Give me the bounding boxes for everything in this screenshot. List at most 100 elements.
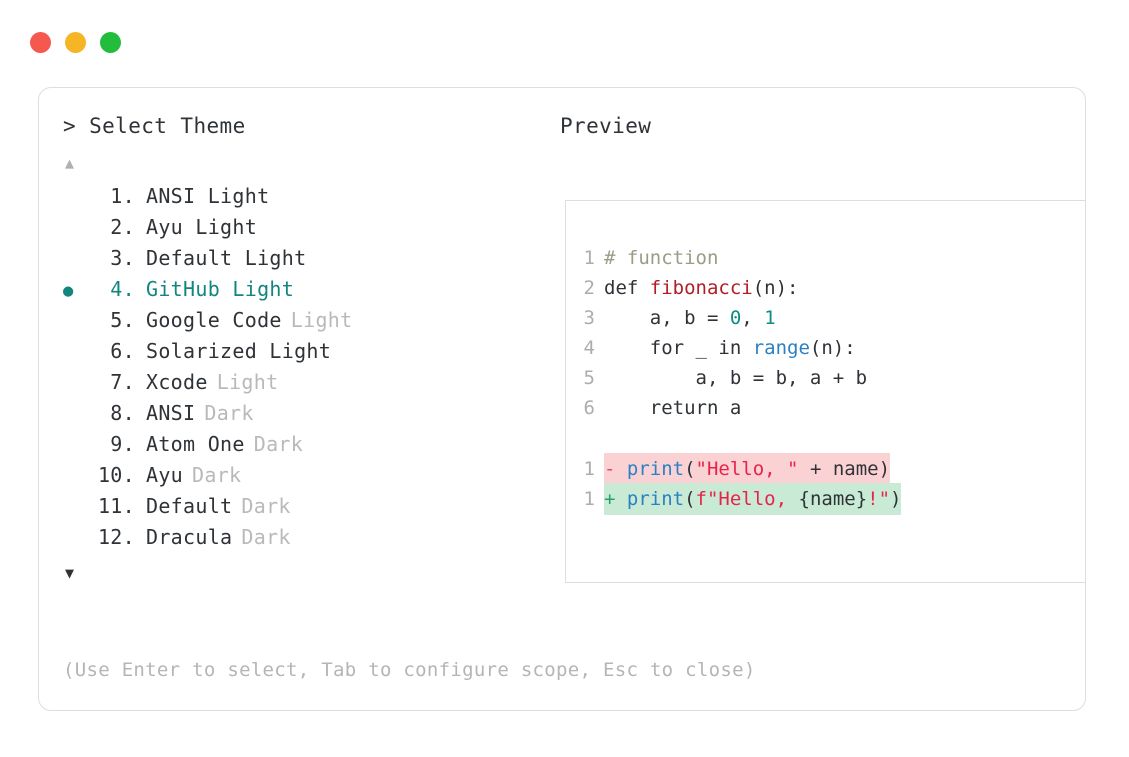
line-number: 3 xyxy=(583,307,595,329)
theme-item-name: Default xyxy=(146,494,233,518)
close-button[interactable] xyxy=(30,32,51,53)
theme-item-variant-tag: Dark xyxy=(241,525,291,549)
diff-highlight: + print(f"Hello, {name}!") xyxy=(604,483,902,515)
code-token: 1 xyxy=(764,307,776,329)
theme-item-index: 12. xyxy=(97,525,135,549)
theme-item-name: ANSI Light xyxy=(146,184,270,208)
theme-item-name: Solarized Light xyxy=(146,339,332,363)
code-token: + name) xyxy=(798,458,891,480)
selected-bullet-icon: ● xyxy=(63,498,93,518)
code-token: (n): xyxy=(752,277,799,299)
code-token: 0 xyxy=(729,307,742,329)
code-token: a, b = xyxy=(604,307,730,329)
diff-highlight: - print("Hello, " + name) xyxy=(604,453,891,485)
code-token: f"Hello, xyxy=(695,488,799,510)
theme-item-index: 1. xyxy=(97,184,135,208)
theme-item-variant-tag: Light xyxy=(216,370,279,394)
window-traffic-lights xyxy=(30,32,121,53)
theme-picker-card: > Select Theme Preview ▲ ● 1.ANSI Light●… xyxy=(38,87,1086,711)
theme-item-index: 7. xyxy=(97,370,135,394)
theme-list-item[interactable]: ● 1. ANSI Light xyxy=(63,184,543,215)
line-number: 1 xyxy=(583,247,595,269)
code-token: print xyxy=(626,458,685,480)
selected-bullet-icon: ● xyxy=(63,343,93,363)
code-token: , xyxy=(741,307,765,329)
theme-item-variant-tag: Dark xyxy=(253,432,304,456)
diff-line-add: 1 + print(f"Hello, {name}!") xyxy=(581,483,902,515)
theme-list-item[interactable]: ● 3. Default Light xyxy=(63,246,543,277)
theme-list-item[interactable]: ● 4.GitHub Light xyxy=(63,277,543,308)
theme-item-name: Default Light xyxy=(146,246,307,270)
theme-item-variant-tag: Dark xyxy=(241,494,291,518)
line-number: 4 xyxy=(583,337,595,359)
theme-list-item[interactable]: ● 8. ANSI Dark xyxy=(63,401,543,432)
theme-item-index: 8. xyxy=(97,401,135,425)
theme-item-name: ANSI xyxy=(146,401,196,425)
theme-picker-body: > Select Theme Preview ▲ ● 1.ANSI Light●… xyxy=(63,114,1086,690)
theme-item-variant-tag: Dark xyxy=(204,401,254,425)
theme-item-index: 5. xyxy=(97,308,135,332)
code-token: # function xyxy=(604,247,719,269)
selected-bullet-icon: ● xyxy=(63,529,93,549)
code-token: "Hello, " xyxy=(695,458,799,480)
theme-list-item[interactable]: ●10. Ayu Dark xyxy=(63,463,543,494)
code-token: !" xyxy=(867,488,891,510)
line-number: 1 xyxy=(583,458,595,480)
code-token: return a xyxy=(604,397,742,419)
line-number: 2 xyxy=(583,277,595,299)
theme-item-variant-tag: Dark xyxy=(192,463,242,487)
selected-bullet-icon: ● xyxy=(63,374,93,394)
line-number: 1 xyxy=(583,488,595,510)
picker-header: > Select Theme Preview xyxy=(63,114,1061,148)
theme-item-index: 9. xyxy=(97,432,135,456)
code-token: range xyxy=(752,337,810,359)
line-number: 6 xyxy=(583,397,595,419)
scroll-down-icon[interactable]: ▼ xyxy=(65,564,75,582)
theme-list-item[interactable]: ● 6.Solarized Light xyxy=(63,339,543,370)
selected-bullet-icon: ● xyxy=(63,312,93,332)
code-token: print xyxy=(626,488,685,510)
theme-item-variant-tag: Light xyxy=(290,308,353,332)
code-line: 5 a, b = b, a + b xyxy=(581,363,901,393)
theme-item-index: 10. xyxy=(97,463,135,487)
theme-item-index: 11. xyxy=(97,494,135,518)
theme-item-name: GitHub Light xyxy=(146,277,295,301)
minimize-button[interactable] xyxy=(65,32,86,53)
theme-list-item[interactable]: ● 2.Ayu Light xyxy=(63,215,543,246)
keyboard-hint: (Use Enter to select, Tab to configure s… xyxy=(63,659,756,681)
selected-bullet-icon: ● xyxy=(63,250,93,270)
code-token: def xyxy=(604,277,650,299)
preview-label: Preview xyxy=(560,114,652,138)
theme-item-index: 3. xyxy=(97,246,135,270)
theme-item-name: Ayu xyxy=(146,463,184,487)
selected-bullet-icon: ● xyxy=(63,405,93,425)
code-token: ) xyxy=(890,488,902,510)
diff-line-del: 1 - print("Hello, " + name) xyxy=(581,453,901,485)
code-token: (n): xyxy=(809,337,856,359)
diff-marker: + xyxy=(604,488,627,510)
diff-marker: - xyxy=(604,458,627,480)
code-blank-line xyxy=(581,423,901,453)
code-line: 6 return a xyxy=(581,393,901,423)
selected-bullet-icon: ● xyxy=(63,219,93,239)
theme-list-item[interactable]: ● 7. Xcode Light xyxy=(63,370,543,401)
selected-bullet-icon: ● xyxy=(63,188,93,208)
code-line: 4 for _ in range(n): xyxy=(581,333,901,363)
theme-list[interactable]: ● 1.ANSI Light● 2.Ayu Light● 3.Default L… xyxy=(63,184,543,556)
code-line: 3 a, b = 0, 1 xyxy=(581,303,901,333)
maximize-button[interactable] xyxy=(100,32,121,53)
code-line: 1 # function xyxy=(581,243,901,273)
scroll-up-icon[interactable]: ▲ xyxy=(65,154,75,172)
theme-item-index: 2. xyxy=(97,215,135,239)
selected-bullet-icon: ● xyxy=(63,467,93,487)
prompt-symbol: > xyxy=(63,114,90,138)
theme-item-name: Xcode xyxy=(146,370,208,394)
theme-list-item[interactable]: ●11. Default Dark xyxy=(63,494,543,525)
selected-bullet-icon: ● xyxy=(63,436,93,456)
code-token: ( xyxy=(684,488,696,510)
